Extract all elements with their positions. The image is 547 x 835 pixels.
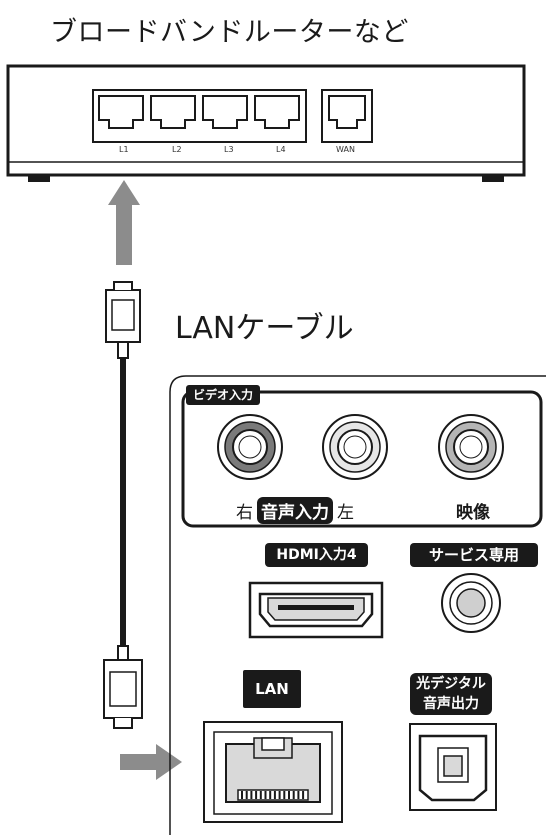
- diagram-title: ブロードバンドルーターなど: [50, 17, 409, 48]
- lan-cable: [103, 281, 143, 729]
- audio-right-jack: [217, 414, 283, 480]
- arrow-up-shaft: [116, 203, 132, 265]
- lan-pin: [278, 791, 281, 799]
- arrow-up-to-router: [108, 180, 140, 264]
- router-port-l2: [150, 95, 196, 129]
- lan-pin: [241, 791, 243, 799]
- video-jack: [438, 414, 504, 480]
- lan-pin: [269, 791, 272, 799]
- lan-pin: [264, 791, 267, 799]
- tv-rear-panel-edge: [169, 375, 546, 835]
- video-input-tag: ビデオ入力: [186, 385, 260, 405]
- lan-pin: [250, 791, 253, 799]
- lan-pin: [288, 791, 290, 799]
- optical-tag-line1: 光デジタル: [416, 676, 486, 692]
- hdmi-port: [248, 581, 384, 639]
- router-port-label-l4: L4: [276, 145, 286, 154]
- audio-right-label: 右: [236, 503, 253, 523]
- optical-tag: 光デジタル 音声出力: [410, 673, 492, 715]
- router: [6, 64, 526, 182]
- optical-port: [409, 723, 497, 811]
- audio-left-label: 左: [337, 503, 354, 523]
- lan-tag: LAN: [243, 670, 301, 708]
- lan-pin: [245, 791, 248, 799]
- router-wan-port: [328, 95, 366, 129]
- router-wan-port-block: [321, 89, 373, 143]
- router-port-label-wan: WAN: [336, 145, 355, 154]
- arrow-right-to-lan: [120, 744, 182, 780]
- lan-pin: [273, 791, 276, 799]
- router-port-l3: [202, 95, 248, 129]
- router-lan-port-block: [92, 89, 307, 143]
- optical-tag-line2: 音声出力: [423, 696, 479, 712]
- router-port-l4: [254, 95, 300, 129]
- lan-pin: [297, 791, 300, 799]
- tv-lan-port: [203, 721, 343, 823]
- audio-input-row: 右音声入力左: [236, 497, 354, 524]
- router-foot-right: [482, 175, 504, 182]
- router-port-label-l1: L1: [119, 145, 129, 154]
- video-label: 映像: [456, 503, 490, 523]
- lan-pin: [292, 791, 295, 799]
- router-port-label-l2: L2: [172, 145, 182, 154]
- lan-pin: [283, 791, 286, 799]
- service-tag: サービス専用: [410, 543, 538, 567]
- cable-label: LANケーブル: [175, 311, 354, 346]
- lan-pin: [259, 791, 262, 799]
- hdmi-tag: HDMI入力4: [265, 543, 368, 567]
- audio-input-tag: 音声入力: [257, 497, 333, 524]
- lan-pin: [302, 791, 305, 799]
- router-foot-left: [28, 175, 50, 182]
- service-jack: [441, 573, 501, 633]
- router-port-label-l3: L3: [224, 145, 234, 154]
- lan-pin: [255, 791, 258, 799]
- audio-left-jack: [322, 414, 388, 480]
- router-port-l1: [98, 95, 144, 129]
- router-lan-ports: [98, 95, 300, 129]
